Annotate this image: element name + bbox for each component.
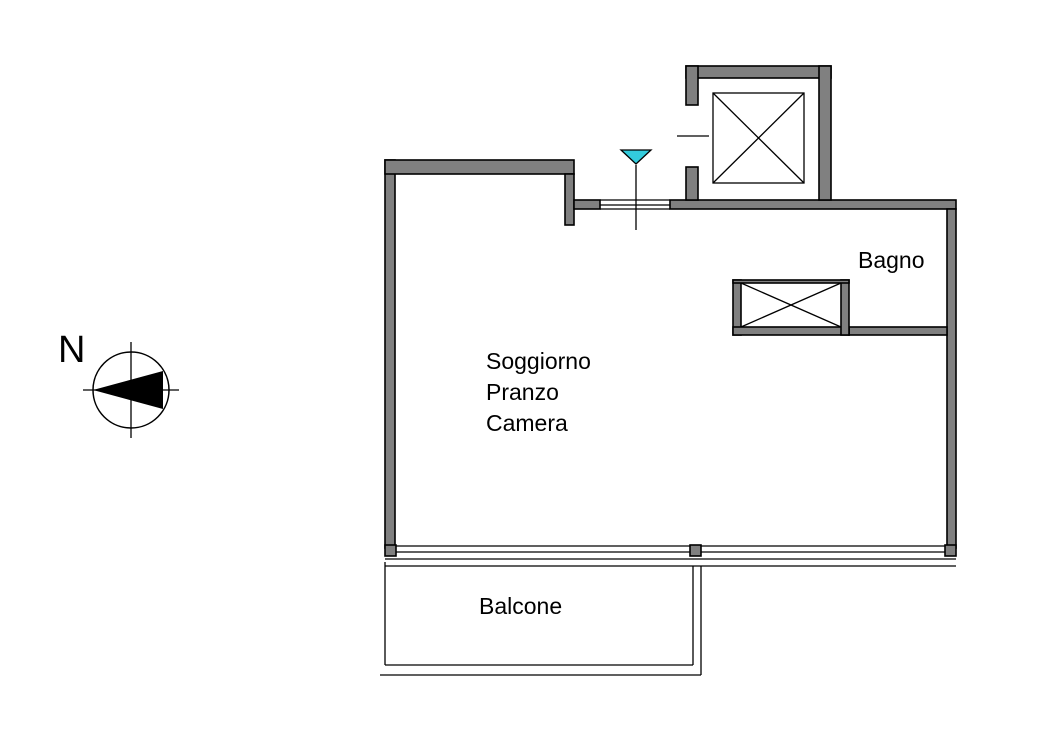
walls (384, 65, 957, 549)
lift-shaft (677, 92, 805, 184)
north-label: N (58, 329, 85, 371)
balcony-outline (380, 562, 702, 676)
entrance-door (600, 165, 670, 230)
window-strip (384, 544, 957, 567)
room-label-bathroom: Bagno (858, 247, 925, 273)
north-arrow-icon (83, 342, 179, 438)
room-label-living-2: Pranzo (486, 379, 559, 405)
bath-shaft (740, 282, 842, 328)
room-label-living-1: Soggiorno (486, 348, 591, 374)
room-label-living-3: Camera (486, 410, 568, 436)
room-label-balcony: Balcone (479, 593, 562, 619)
entrance-triangle-icon (619, 149, 653, 165)
